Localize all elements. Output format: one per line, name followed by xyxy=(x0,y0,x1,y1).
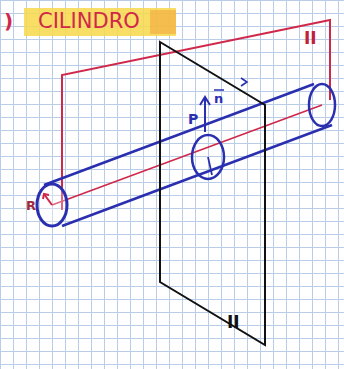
normal-vector xyxy=(204,98,206,132)
cylinder-end xyxy=(37,184,67,226)
plane-label: II xyxy=(227,314,240,331)
radius-arrow xyxy=(43,194,49,199)
cylinder-axis xyxy=(52,105,322,205)
radius-label: R xyxy=(26,199,36,212)
title: CILINDRO xyxy=(38,11,140,32)
plane-arrow xyxy=(241,78,247,86)
radius-arrow xyxy=(44,194,52,205)
cutting-plane xyxy=(160,42,265,345)
cylinder-edge xyxy=(44,84,314,185)
title-highlight xyxy=(150,10,176,34)
section-circle xyxy=(192,135,224,179)
cylinder-end xyxy=(309,84,335,126)
cylinder-edge xyxy=(62,125,332,226)
plane-label: II xyxy=(304,30,317,47)
red-plane xyxy=(62,20,330,210)
vector-bar xyxy=(214,89,224,91)
vector-label: n xyxy=(214,92,223,105)
radius-arrow xyxy=(208,157,212,175)
title-highlight xyxy=(24,8,176,36)
item-marker: ) xyxy=(4,11,13,31)
normal-vector xyxy=(200,97,210,105)
point-label: P xyxy=(188,112,198,126)
